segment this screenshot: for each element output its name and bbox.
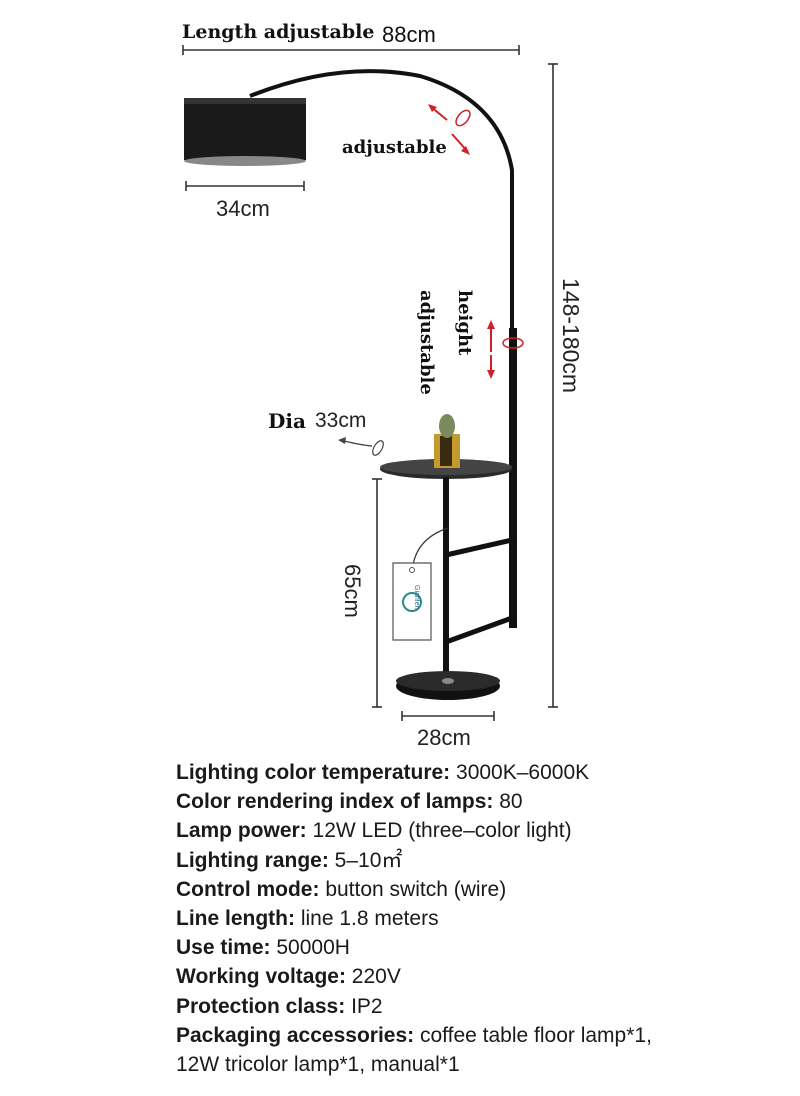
spec-value: IP2 — [345, 994, 383, 1018]
base-width-label: 28cm — [417, 725, 471, 750]
spec-label: Lighting color temperature: — [176, 761, 451, 784]
spec-row: Packaging accessories: coffee table floo… — [176, 1021, 786, 1050]
spec-row: Control mode: button switch (wire) — [176, 875, 786, 904]
height-label-2: adjustable — [416, 290, 437, 395]
spec-row: Color rendering index of lamps: 80 — [176, 787, 786, 816]
spec-value: 50000H — [270, 936, 350, 960]
length-value-label: 88cm — [382, 22, 436, 47]
spec-value: coffee table floor lamp*1, — [414, 1023, 652, 1047]
lamp-pole — [509, 328, 517, 628]
length-adjustable-label: Length adjustable — [182, 21, 374, 43]
spec-value: 220V — [345, 965, 401, 989]
spec-row: Line length: line 1.8 meters — [176, 904, 786, 933]
total-height-label: 148-180cm — [558, 278, 584, 393]
spec-label: Packaging accessories: — [176, 1023, 415, 1047]
lamp-diagram: Length adjustable 88cm 34cm adjustable h… — [182, 21, 584, 750]
spec-label: Lamp power: — [176, 819, 307, 843]
spec-label: Color rendering index of lamps: — [176, 790, 494, 814]
table-leg — [443, 477, 449, 673]
spec-value: 12W LED (three–color light) — [306, 819, 572, 843]
spec-value: 12W tricolor lamp*1, manual*1 — [176, 1053, 460, 1077]
table-brace-lower — [445, 615, 513, 645]
spec-row: Protection class: IP2 — [176, 992, 786, 1021]
arm-joint-marker — [455, 109, 471, 127]
spec-row: Lighting color temperature: 3000K–6000K — [176, 758, 786, 787]
arm-adjustable-label: adjustable — [342, 137, 447, 158]
spec-label: Protection class: — [176, 994, 346, 1018]
spec-row: Working voltage: 220V — [176, 962, 786, 991]
brand-logo-icon — [402, 592, 422, 612]
spec-value: 80 — [493, 790, 523, 814]
height-label-1: height — [454, 290, 475, 356]
spec-row: Lamp power: 12W LED (three–color light) — [176, 816, 786, 845]
spec-label: Working voltage: — [176, 965, 346, 989]
spec-row: 12W tricolor lamp*1, manual*1 — [176, 1050, 786, 1079]
spec-label: Lighting range: — [176, 848, 329, 872]
table-dia-value: 33cm — [315, 409, 366, 432]
spec-label: Use time: — [176, 936, 271, 960]
tag-string — [412, 527, 449, 566]
spec-value: button switch (wire) — [319, 877, 507, 901]
table-height-label: 65cm — [340, 564, 365, 618]
spec-row: Lighting range: 5–10㎡ — [176, 846, 786, 875]
spec-value: line 1.8 meters — [295, 907, 439, 931]
lamp-shade-bottom — [184, 156, 306, 166]
spec-label: Control mode: — [176, 877, 320, 901]
plant-icon — [439, 414, 455, 438]
tag-brand-text: Gianfen — [413, 585, 420, 610]
lamp-arc-arm — [249, 69, 514, 330]
spec-value: 3000K–6000K — [450, 761, 590, 784]
hang-tag — [392, 562, 432, 641]
table-brace-upper — [445, 537, 513, 558]
table-dia-label: Dia — [268, 409, 306, 433]
shade-width-label: 34cm — [216, 196, 270, 221]
spec-row: Use time: 50000H — [176, 933, 786, 962]
spec-label: Line length: — [176, 907, 295, 931]
height-joint-marker — [502, 337, 524, 349]
spec-value: 5–10㎡ — [328, 848, 403, 872]
lamp-shade — [184, 98, 306, 160]
